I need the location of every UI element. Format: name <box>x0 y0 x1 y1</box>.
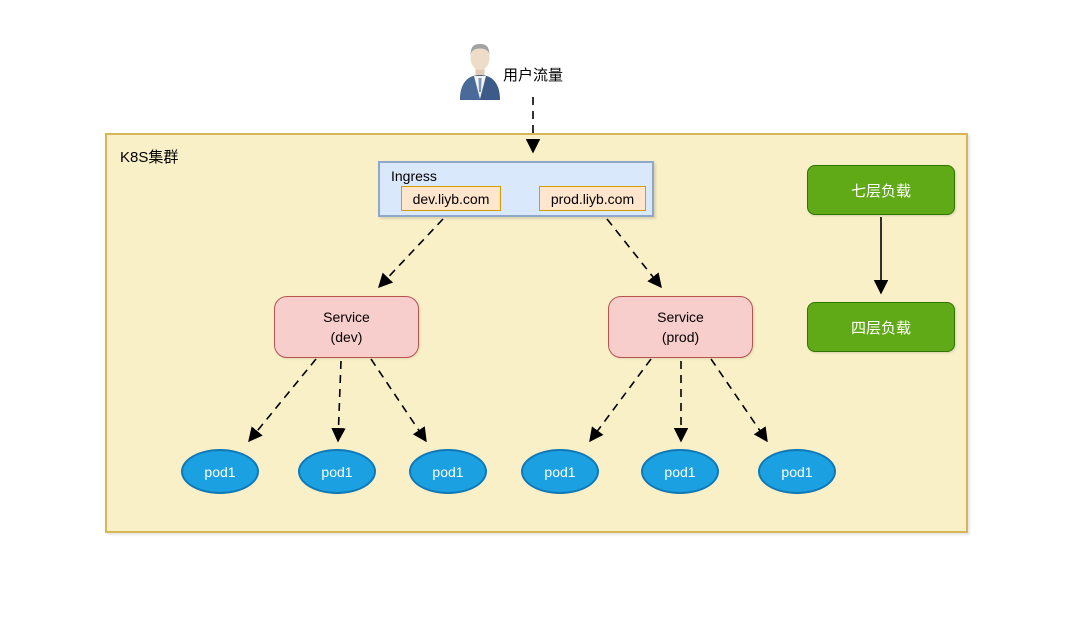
ingress-label: Ingress <box>391 168 437 184</box>
user-traffic-label: 用户流量 <box>503 67 564 84</box>
pod-ellipse: pod1 <box>298 449 376 494</box>
service-prod-name: Service <box>657 309 704 325</box>
service-dev-box: Service (dev) <box>274 296 419 358</box>
layer4-load-balancer-box: 四层负载 <box>807 302 955 352</box>
ingress-host-dev: dev.liyb.com <box>401 186 501 211</box>
user-avatar-icon <box>460 44 500 100</box>
ingress-host-prod: prod.liyb.com <box>539 186 646 211</box>
pod-ellipse: pod1 <box>758 449 836 494</box>
service-dev-env: (dev) <box>330 329 363 345</box>
cluster-label: K8S集群 <box>120 149 179 166</box>
service-prod-env: (prod) <box>661 329 700 345</box>
layer7-load-balancer-box: 七层负载 <box>807 165 955 215</box>
service-prod-box: Service (prod) <box>608 296 753 358</box>
pod-ellipse: pod1 <box>521 449 599 494</box>
pod-ellipse: pod1 <box>641 449 719 494</box>
ingress-box: Ingress dev.liyb.com prod.liyb.com <box>378 161 654 217</box>
service-dev-name: Service <box>323 309 370 325</box>
pod-ellipse: pod1 <box>181 449 259 494</box>
pod-ellipse: pod1 <box>409 449 487 494</box>
